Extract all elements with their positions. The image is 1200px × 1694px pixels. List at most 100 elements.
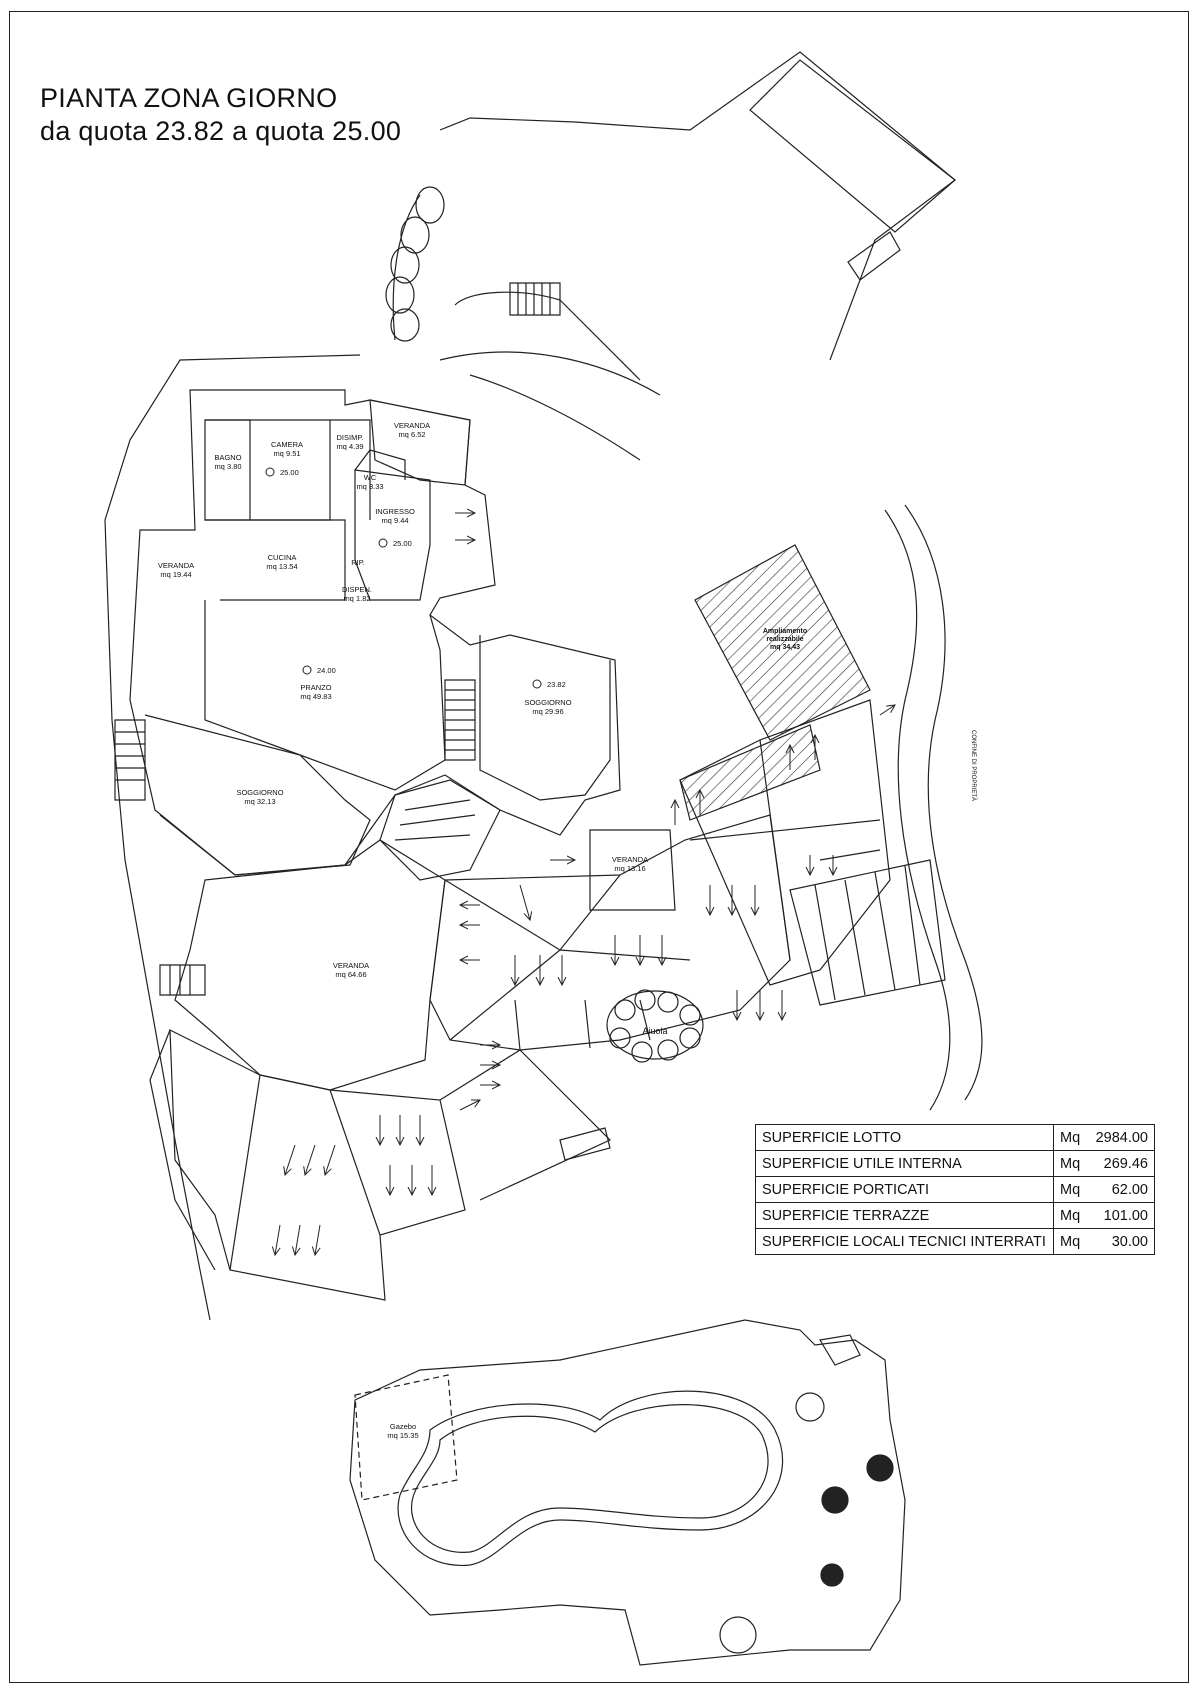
ampliamento-label: Ampliamento realizzabile mq 34,43 [763,628,807,651]
room-name-disimp: DISIMP. [337,433,364,442]
sheet-border [9,11,1189,1683]
summary-value: 30.00 [1088,1228,1155,1255]
summary-label: SUPERFICIE UTILE INTERNA [755,1150,1054,1177]
room-area-pranzo: mq 49.83 [300,692,331,701]
room-name-veranda-mid: VERANDA [612,855,648,864]
road-label: CONFINE DI PROPRIETÀ [970,730,977,801]
title-line-1: PIANTA ZONA GIORNO [40,83,338,113]
room-name-soggiorno-left: SOGGIORNO [236,788,283,797]
veranda-big-outline [174,839,446,1091]
wall-wc [354,449,406,480]
room-name-rip: RIP. [351,558,365,567]
room-area-veranda-big: mq 64.66 [335,970,366,979]
lower-terraces [169,1029,612,1301]
veranda-mid-outline [589,829,676,911]
room-name-bagno: BAGNO [214,453,241,462]
pergola [379,779,501,881]
room-labels: BAGNO mq 3.80 CAMERA mq 9.51 DISIMP. mq … [158,421,648,1440]
room-area-disimp: mq 4.39 [336,442,363,451]
level-marker-camera: 25.00 [265,467,299,477]
wall-living-left [144,714,371,876]
terrace-band [429,814,791,1051]
wall-disimp [330,419,371,520]
room-name-gazebo: Gazebo [390,1422,416,1431]
wall-ingresso [354,469,431,601]
svg-text:25.00: 25.00 [280,468,299,477]
summary-label: SUPERFICIE LOCALI TECNICI INTERRATI [755,1228,1054,1255]
hedge [392,194,421,341]
level-markers: 25.00 25.00 24.00 23.82 [265,467,566,689]
room-name-ingresso: INGRESSO [375,507,415,516]
title-line-2: da quota 23.82 a quota 25.00 [40,116,402,146]
room-name-veranda-top: VERANDA [394,421,430,430]
summary-value: 101.00 [1088,1202,1155,1229]
house-outline [129,389,621,876]
level-marker-soggiorno: 23.82 [532,679,566,689]
summary-unit: Mq [1053,1150,1088,1177]
room-name-veranda-left: VERANDA [158,561,194,570]
summary-unit: Mq [1053,1202,1088,1229]
room-area-camera: mq 9.51 [273,449,300,458]
summary-label: SUPERFICIE PORTICATI [755,1176,1054,1203]
room-area-veranda-left: mq 19.44 [160,570,191,579]
ampliamento-area [694,544,871,741]
room-name-veranda-big: VERANDA [333,961,369,970]
room-name-wc: WC [364,473,377,482]
room-area-veranda-top: mq 6.52 [398,430,425,439]
pool-edge [411,1404,769,1553]
room-area-veranda-mid: mq 13.16 [614,864,645,873]
site-boundary-west [104,354,361,1321]
level-marker-ingresso: 25.00 [378,538,412,548]
level-marker-pranzo: 24.00 [302,665,336,675]
room-name-soggiorno-right: SOGGIORNO [524,698,571,707]
aiuola-planter [606,989,704,1063]
room-area-gazebo: mq 15.35 [387,1431,418,1440]
access-road-outer [439,351,661,396]
room-name-cucina: CUCINA [268,553,297,562]
hedge-bushes [385,186,445,342]
site-boundary-north [439,51,956,361]
room-name-camera: CAMERA [271,440,303,449]
slope-arrows [275,513,895,1255]
svg-text:24.00: 24.00 [317,666,336,675]
gazebo-outline [354,1374,458,1501]
east-pergola [789,859,946,1006]
terrace-diagonals [444,874,691,1051]
summary-unit: Mq [1053,1176,1088,1203]
svg-text:Ampliamento: Ampliamento [763,628,807,635]
access-road-inner [469,374,641,461]
room-area-soggiorno-left: mq 32.13 [244,797,275,806]
room-area-dispen: mq 1.82 [343,594,370,603]
summary-unit: Mq [1053,1124,1088,1151]
summary-value: 62.00 [1088,1176,1155,1203]
west-stair [114,719,146,801]
drawing-title: PIANTA ZONA GIORNO da quota 23.82 a quot… [40,82,401,148]
entry-steps [509,282,561,316]
driveway [454,291,641,381]
wall-kitchen [205,519,346,601]
garage-outline [749,59,956,233]
steps-mid [559,1127,611,1161]
internal-stair [444,679,476,761]
pool [397,1390,784,1566]
summary-label: SUPERFICIE TERRAZZE [755,1202,1054,1229]
road-east-2 [904,504,983,1101]
wall-dining [204,600,446,791]
svg-text:realizzabile: realizzabile [766,636,803,643]
summary-value: 2984.00 [1088,1124,1155,1151]
road-east-1 [884,509,951,1111]
room-name-pranzo: PRANZO [300,683,331,692]
pool-rocks [819,1334,861,1366]
summary-label: SUPERFICIE LOTTO [755,1124,1054,1151]
room-area-soggiorno-right: mq 29.96 [532,707,563,716]
svg-text:mq 34,43: mq 34,43 [770,644,800,651]
room-area-cucina: mq 13.54 [266,562,297,571]
aiuola-label: Aiuola [642,1026,667,1036]
room-area-bagno: mq 3.80 [214,462,241,471]
